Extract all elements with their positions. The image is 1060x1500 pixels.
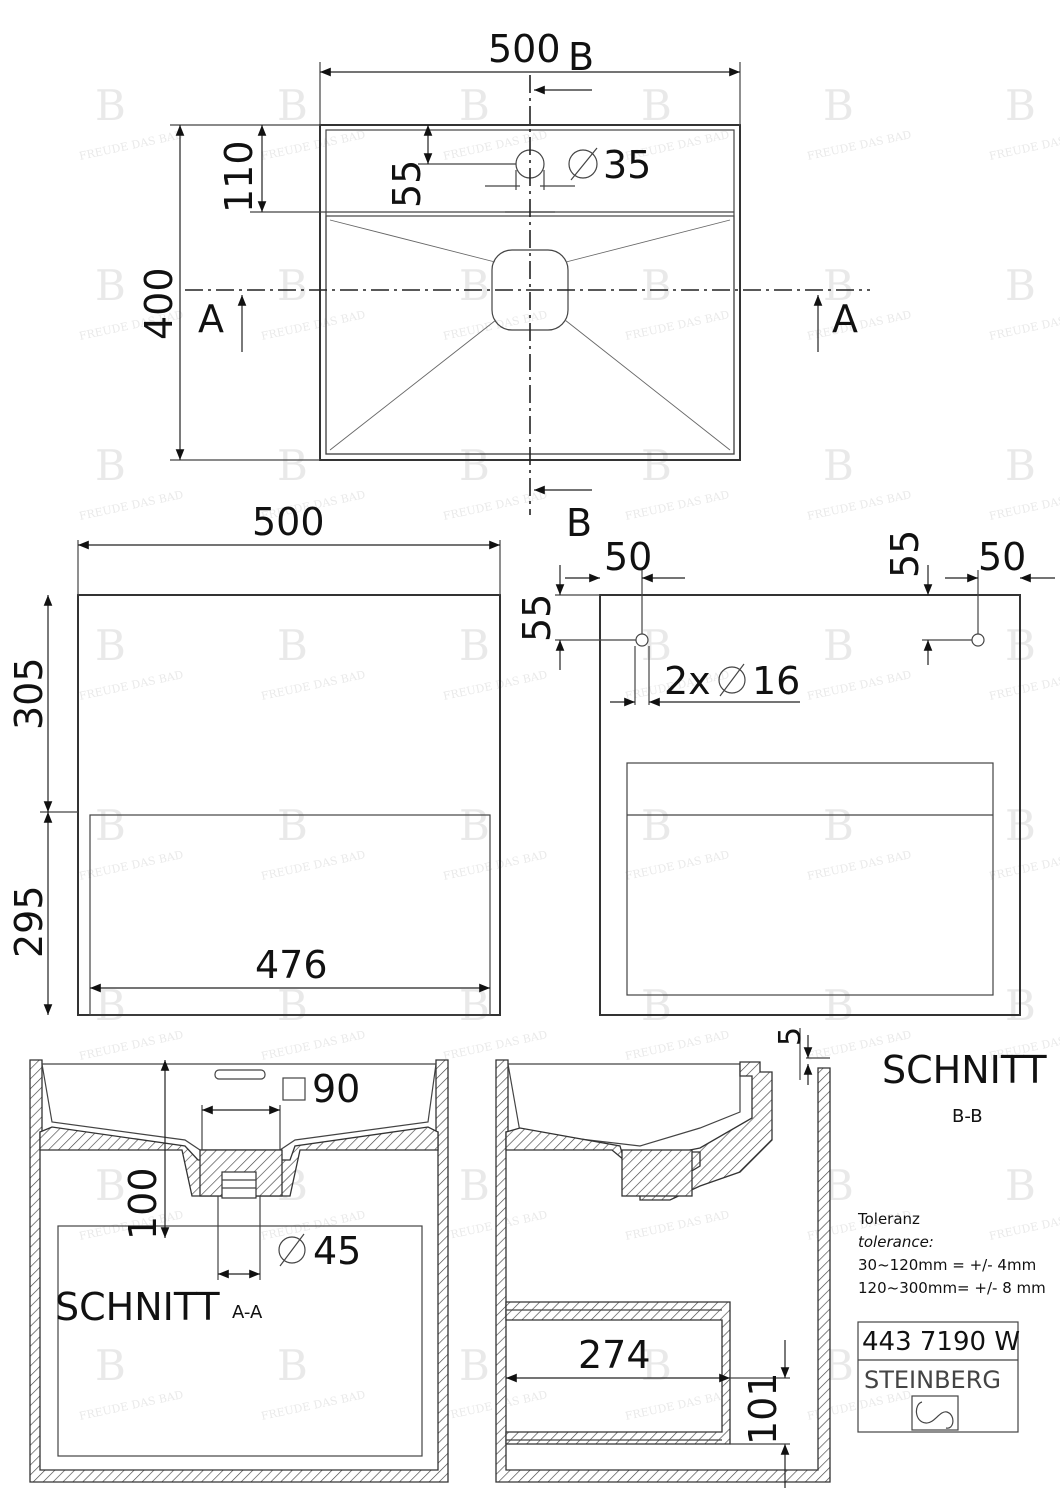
dim-rear-left-x: 50	[604, 535, 652, 579]
dim-shelf-height: 101	[741, 1372, 785, 1445]
dim-drain-depth: 100	[121, 1167, 165, 1240]
dim-top-tap-offset: 55	[385, 160, 429, 208]
diameter-icon	[278, 1236, 306, 1264]
section-b-bottom: B	[566, 501, 592, 545]
dim-top-back-strip: 110	[217, 140, 261, 213]
section-bb-label: B-B	[952, 1106, 983, 1127]
tolerance-line1: 30~120mm = +/- 4mm	[858, 1256, 1036, 1274]
article-number: 443 7190 W	[862, 1327, 1020, 1357]
section-b-b: 5 274 101	[495, 1027, 831, 1488]
diameter-icon	[568, 149, 598, 179]
tolerance-heading-en: tolerance:	[858, 1233, 934, 1251]
section-b-top: B	[568, 35, 594, 79]
dim-top-depth: 400	[137, 267, 181, 340]
svg-text:B: B	[95, 81, 126, 130]
diameter-icon	[718, 666, 746, 694]
section-a-right: A	[832, 297, 858, 341]
notes-block: SCHNITT B-B Toleranz tolerance: 30~120mm…	[857, 1048, 1047, 1433]
steinberg-logo-icon	[911, 1395, 959, 1431]
tolerance-heading: Toleranz	[857, 1210, 920, 1228]
dim-rear-left-y: 55	[515, 594, 559, 642]
section-aa-label: A-A	[232, 1302, 263, 1323]
section-aa-title: SCHNITT	[55, 1285, 220, 1329]
dim-front-inner-width: 476	[255, 943, 328, 987]
svg-text:FREUDE DAS BAD: FREUDE DAS BAD	[78, 128, 185, 163]
mounting-hole-right	[971, 633, 985, 647]
square-icon	[282, 1077, 306, 1101]
dim-shelf-depth: 274	[578, 1333, 651, 1377]
rear-view: 55 50 2x 16 55 50	[515, 530, 1055, 1016]
brand-name: STEINBERG	[864, 1366, 1001, 1394]
section-a-a: 90 100 45 SCHNITT A-A	[29, 1059, 449, 1483]
dim-front-upper-height: 305	[7, 657, 51, 730]
dim-front-width: 500	[252, 500, 325, 544]
dim-rear-right-y: 55	[883, 530, 927, 578]
dim-front-lower-height: 295	[7, 885, 51, 958]
dim-tap-hole: 35	[603, 143, 651, 187]
dim-drain-dia: 45	[313, 1229, 361, 1273]
section-bb-title: SCHNITT	[882, 1048, 1047, 1092]
dim-mounting-count: 2x	[664, 659, 711, 703]
dim-top-width: 500	[488, 27, 561, 71]
front-view: 500 305 295 476	[7, 500, 501, 1016]
dim-mounting-dia: 16	[752, 659, 800, 703]
dim-drain-square: 90	[312, 1067, 360, 1111]
top-view: 500 400 110 55 35 B B A A	[137, 27, 870, 545]
dim-rear-right-x: 50	[978, 535, 1026, 579]
tolerance-line2: 120~300mm= +/- 8 mm	[858, 1279, 1046, 1297]
dim-rim-thickness: 5	[773, 1027, 808, 1046]
section-a-left: A	[198, 297, 224, 341]
